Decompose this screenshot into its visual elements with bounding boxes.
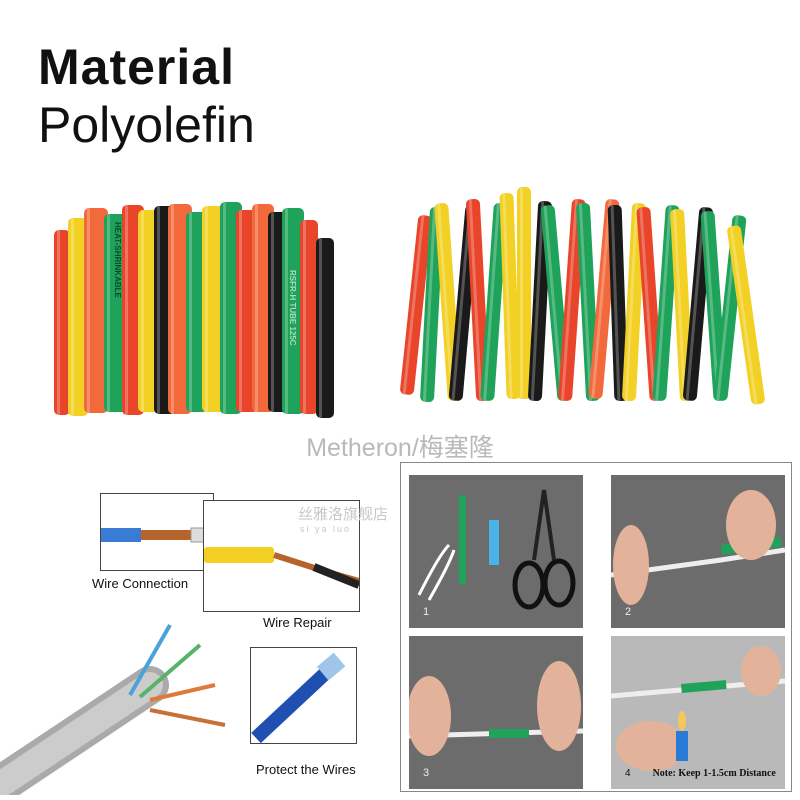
step-2-slide-tube-illustration [611, 490, 785, 605]
wire-connection-card [100, 493, 214, 571]
tube-print-heat: HEAT-SHRINKABLE [113, 222, 122, 298]
protect-wires-illustration [251, 652, 346, 744]
step-number-3: 3 [423, 767, 430, 779]
step-2: 2 [611, 475, 785, 628]
brand-sub: si ya luo [300, 524, 352, 534]
step-3-position-tube-illustration [409, 661, 583, 756]
step-3: 3 [409, 636, 583, 789]
tube-bundle-straight: HEAT-SHRINKABLE RSFR-H TUBE 125C [50, 200, 340, 420]
step-number-4: 4 [625, 768, 631, 779]
step-4-heat-illustration [611, 646, 785, 771]
step-number-2: 2 [625, 606, 632, 618]
application-diagram: Wire Connection Wire Repair Protect the … [0, 485, 400, 795]
protect-wires-card [250, 647, 357, 744]
title-material: Material [38, 39, 235, 95]
step-1-tools-illustration [417, 489, 576, 610]
step-4-note-text: Note: Keep 1-1.5cm Distance [652, 768, 776, 779]
caption-wire-connection: Wire Connection [92, 576, 189, 591]
steps-panel: 1 2 3 4 Note: Keep 1-1.5cm Distance [400, 462, 792, 792]
brand-name: 丝雅洛旗舰店 [298, 506, 389, 523]
step-4: 4 Note: Keep 1-1.5cm Distance [611, 636, 785, 789]
wire-connection-illustration [101, 527, 214, 543]
watermark-text: Metheron/梅塞隆 [306, 434, 494, 462]
caption-protect-wires: Protect the Wires [256, 762, 356, 777]
title-polyolefin: Polyolefin [38, 97, 255, 153]
wire-repair-card [203, 500, 361, 612]
tube-bundle-curved [399, 185, 775, 420]
braided-cable-illustration [0, 624, 226, 795]
step-4-note: 4 Note: Keep 1-1.5cm Distance [625, 768, 776, 779]
tube-print-rsfr: RSFR-H TUBE 125C [288, 270, 297, 346]
step-number-1: 1 [423, 606, 430, 618]
caption-wire-repair: Wire Repair [263, 615, 332, 630]
step-1: 1 [409, 475, 583, 628]
wire-repair-illustration [204, 547, 361, 589]
